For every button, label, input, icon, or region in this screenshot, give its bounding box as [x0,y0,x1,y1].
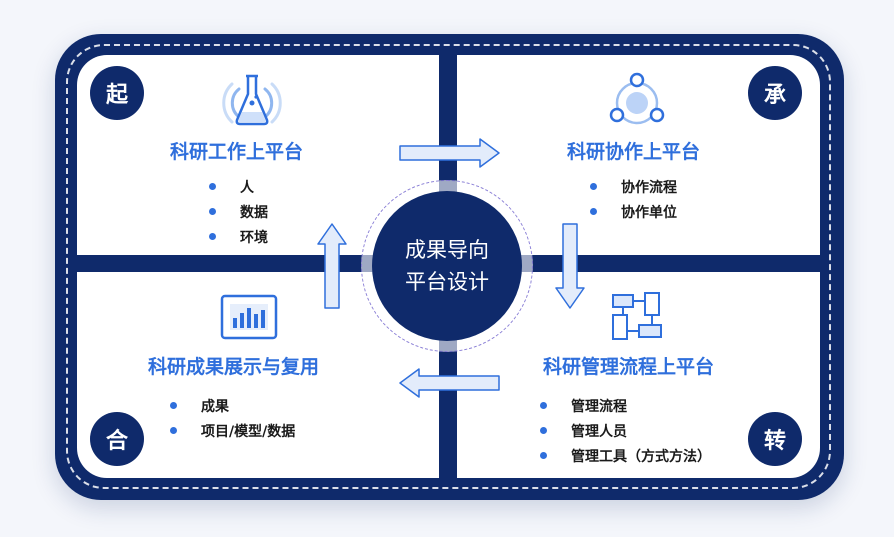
bullet-icon [540,402,547,409]
list-item-label: 人 [240,179,254,196]
center-label-line1: 成果导向 [405,238,489,262]
arrow-up-icon [317,223,347,309]
list-item-label: 管理人员 [571,423,627,440]
list-item-label: 数据 [240,204,268,221]
center-hub: 成果导向 平台设计 [372,191,522,341]
bar-chart-icon [220,294,278,340]
title-top-left: 科研工作上平台 [170,141,304,163]
bullet-icon [209,183,216,190]
corner-badge-cheng: 承 [748,66,802,120]
bullet-icon [170,427,177,434]
corner-badge-zhuan: 转 [748,412,802,466]
list-top-right: 协作流程 协作单位 [590,174,677,224]
collaboration-nodes-icon [609,72,665,125]
list-bottom-left: 成果 项目/模型/数据 [170,393,295,443]
list-item: 管理人员 [540,418,711,443]
list-item-label: 管理流程 [571,398,627,415]
list-item-label: 协作单位 [621,204,677,221]
list-item: 管理工具（方式方法） [540,443,711,468]
list-item: 管理流程 [540,393,711,418]
list-bottom-right: 管理流程 管理人员 管理工具（方式方法） [540,393,711,468]
bullet-icon [170,402,177,409]
arrow-left-icon [399,368,500,398]
bullet-icon [209,208,216,215]
arrow-right-icon [399,138,500,168]
corner-badge-he: 合 [90,412,144,466]
title-bottom-left: 科研成果展示与复用 [148,356,320,378]
bullet-icon [209,233,216,240]
list-item: 人 [209,174,268,199]
bullet-icon [590,208,597,215]
list-item-label: 成果 [201,398,229,415]
corner-badge-qi: 起 [90,66,144,120]
list-item: 数据 [209,199,268,224]
list-item: 项目/模型/数据 [170,418,295,443]
flowchart-icon [612,292,662,340]
list-item-label: 协作流程 [621,179,677,196]
title-top-right: 科研协作上平台 [567,141,701,163]
list-item-label: 项目/模型/数据 [201,423,296,440]
bullet-icon [590,183,597,190]
bullet-icon [540,427,547,434]
bullet-icon [540,452,547,459]
arrow-down-icon [555,223,585,309]
list-item: 协作流程 [590,174,677,199]
list-item: 协作单位 [590,199,677,224]
title-bottom-right: 科研管理流程上平台 [543,356,715,378]
center-label-line2: 平台设计 [405,270,489,294]
list-top-left: 人 数据 环境 [209,174,268,249]
list-item-label: 管理工具（方式方法） [571,448,711,465]
flask-icon [222,74,282,126]
list-item-label: 环境 [240,229,268,246]
dashed-border [66,44,831,489]
list-item: 成果 [170,393,295,418]
list-item: 环境 [209,224,268,249]
